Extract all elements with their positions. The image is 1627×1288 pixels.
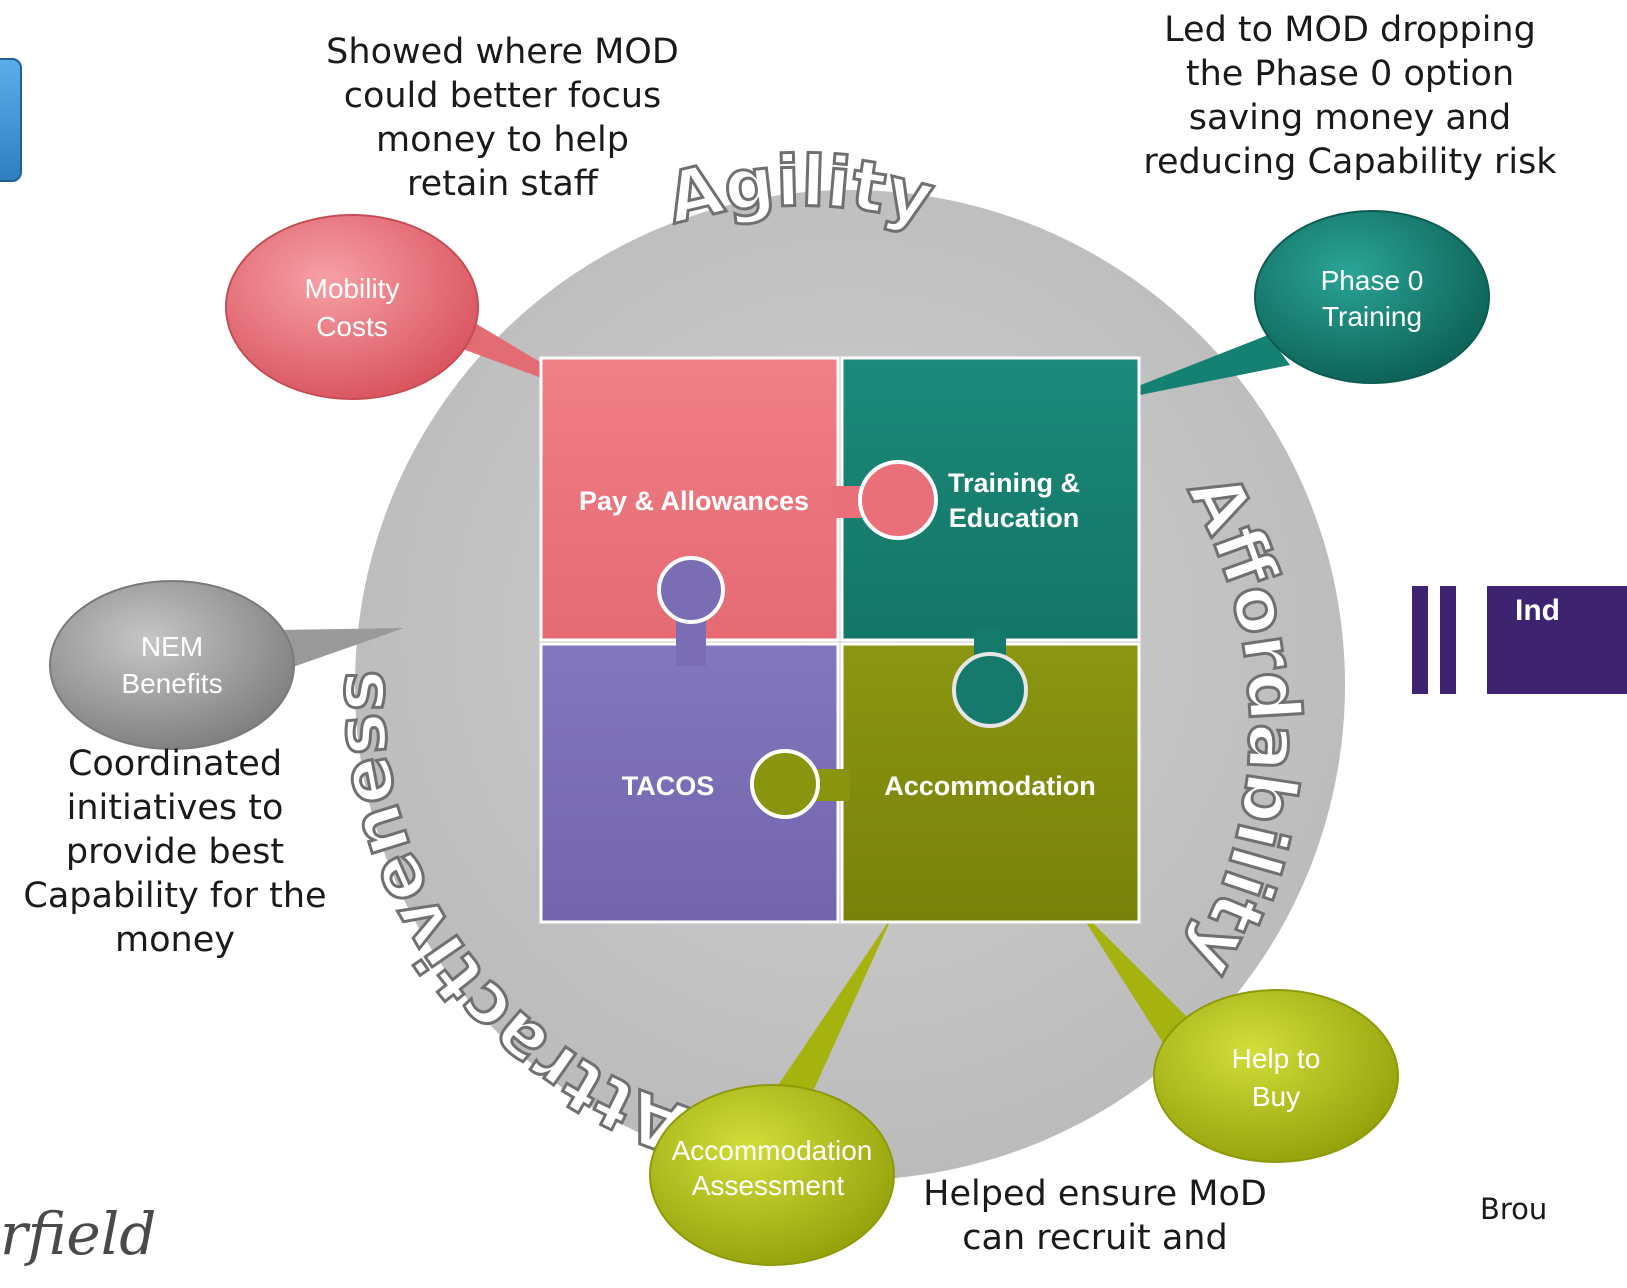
caption-top-left: Showed where MOD could better focus mone…: [326, 32, 679, 204]
mobility-costs-bubble: [225, 214, 479, 400]
accommodation-label: Accommodation: [884, 771, 1096, 801]
band-stripe: [1440, 586, 1456, 694]
nem-line2: Benefits: [121, 668, 222, 699]
caption-bottom-right-fragment: Brou: [1480, 1192, 1548, 1226]
nem-bubble-tail: [278, 628, 404, 668]
acc-assessment-line1: Accommodation: [672, 1135, 873, 1166]
phase0-training-bubble: [1254, 210, 1490, 384]
pay-allowances-label: Pay & Allowances: [579, 486, 809, 516]
left-edge-shape: [0, 58, 22, 182]
acc-assessment-line2: Assessment: [692, 1170, 845, 1201]
connector-pay-tacos: [657, 556, 725, 666]
training-label-line2: Education: [949, 503, 1080, 533]
caption-left: Coordinated initiatives to provide best …: [23, 744, 327, 960]
training-label-line1: Training &: [948, 468, 1080, 498]
connector-pay-training: [832, 460, 938, 540]
help-to-buy-bubble: [1153, 989, 1399, 1163]
acc-bubble-tail: [760, 915, 893, 1120]
help-line2: Buy: [1252, 1081, 1300, 1112]
caption-bottom: Helped ensure MoD can recruit and: [923, 1174, 1267, 1258]
side-panel-band: Ind: [1412, 586, 1627, 694]
connector-tacos-accommodation: [750, 749, 850, 819]
caption-top-right: Led to MOD dropping the Phase 0 option s…: [1143, 10, 1557, 182]
mobility-costs-line2: Costs: [316, 311, 388, 342]
tacos-label: TACOS: [622, 771, 715, 801]
nem-benefits-bubble: [49, 580, 295, 750]
phase0-line1: Phase 0: [1321, 265, 1424, 296]
nem-line1: NEM: [141, 631, 203, 662]
logo-fragment: rfield: [0, 1200, 157, 1268]
connector-training-accommodation: [952, 630, 1028, 728]
mobility-costs-line1: Mobility: [305, 273, 400, 304]
band-panel: [1487, 586, 1627, 694]
phase0-line2: Training: [1322, 301, 1422, 332]
side-panel-label: Ind: [1515, 594, 1560, 627]
help-line1: Help to: [1232, 1043, 1321, 1074]
accommodation-assessment-bubble: [649, 1084, 895, 1266]
band-stripe: [1412, 586, 1428, 694]
